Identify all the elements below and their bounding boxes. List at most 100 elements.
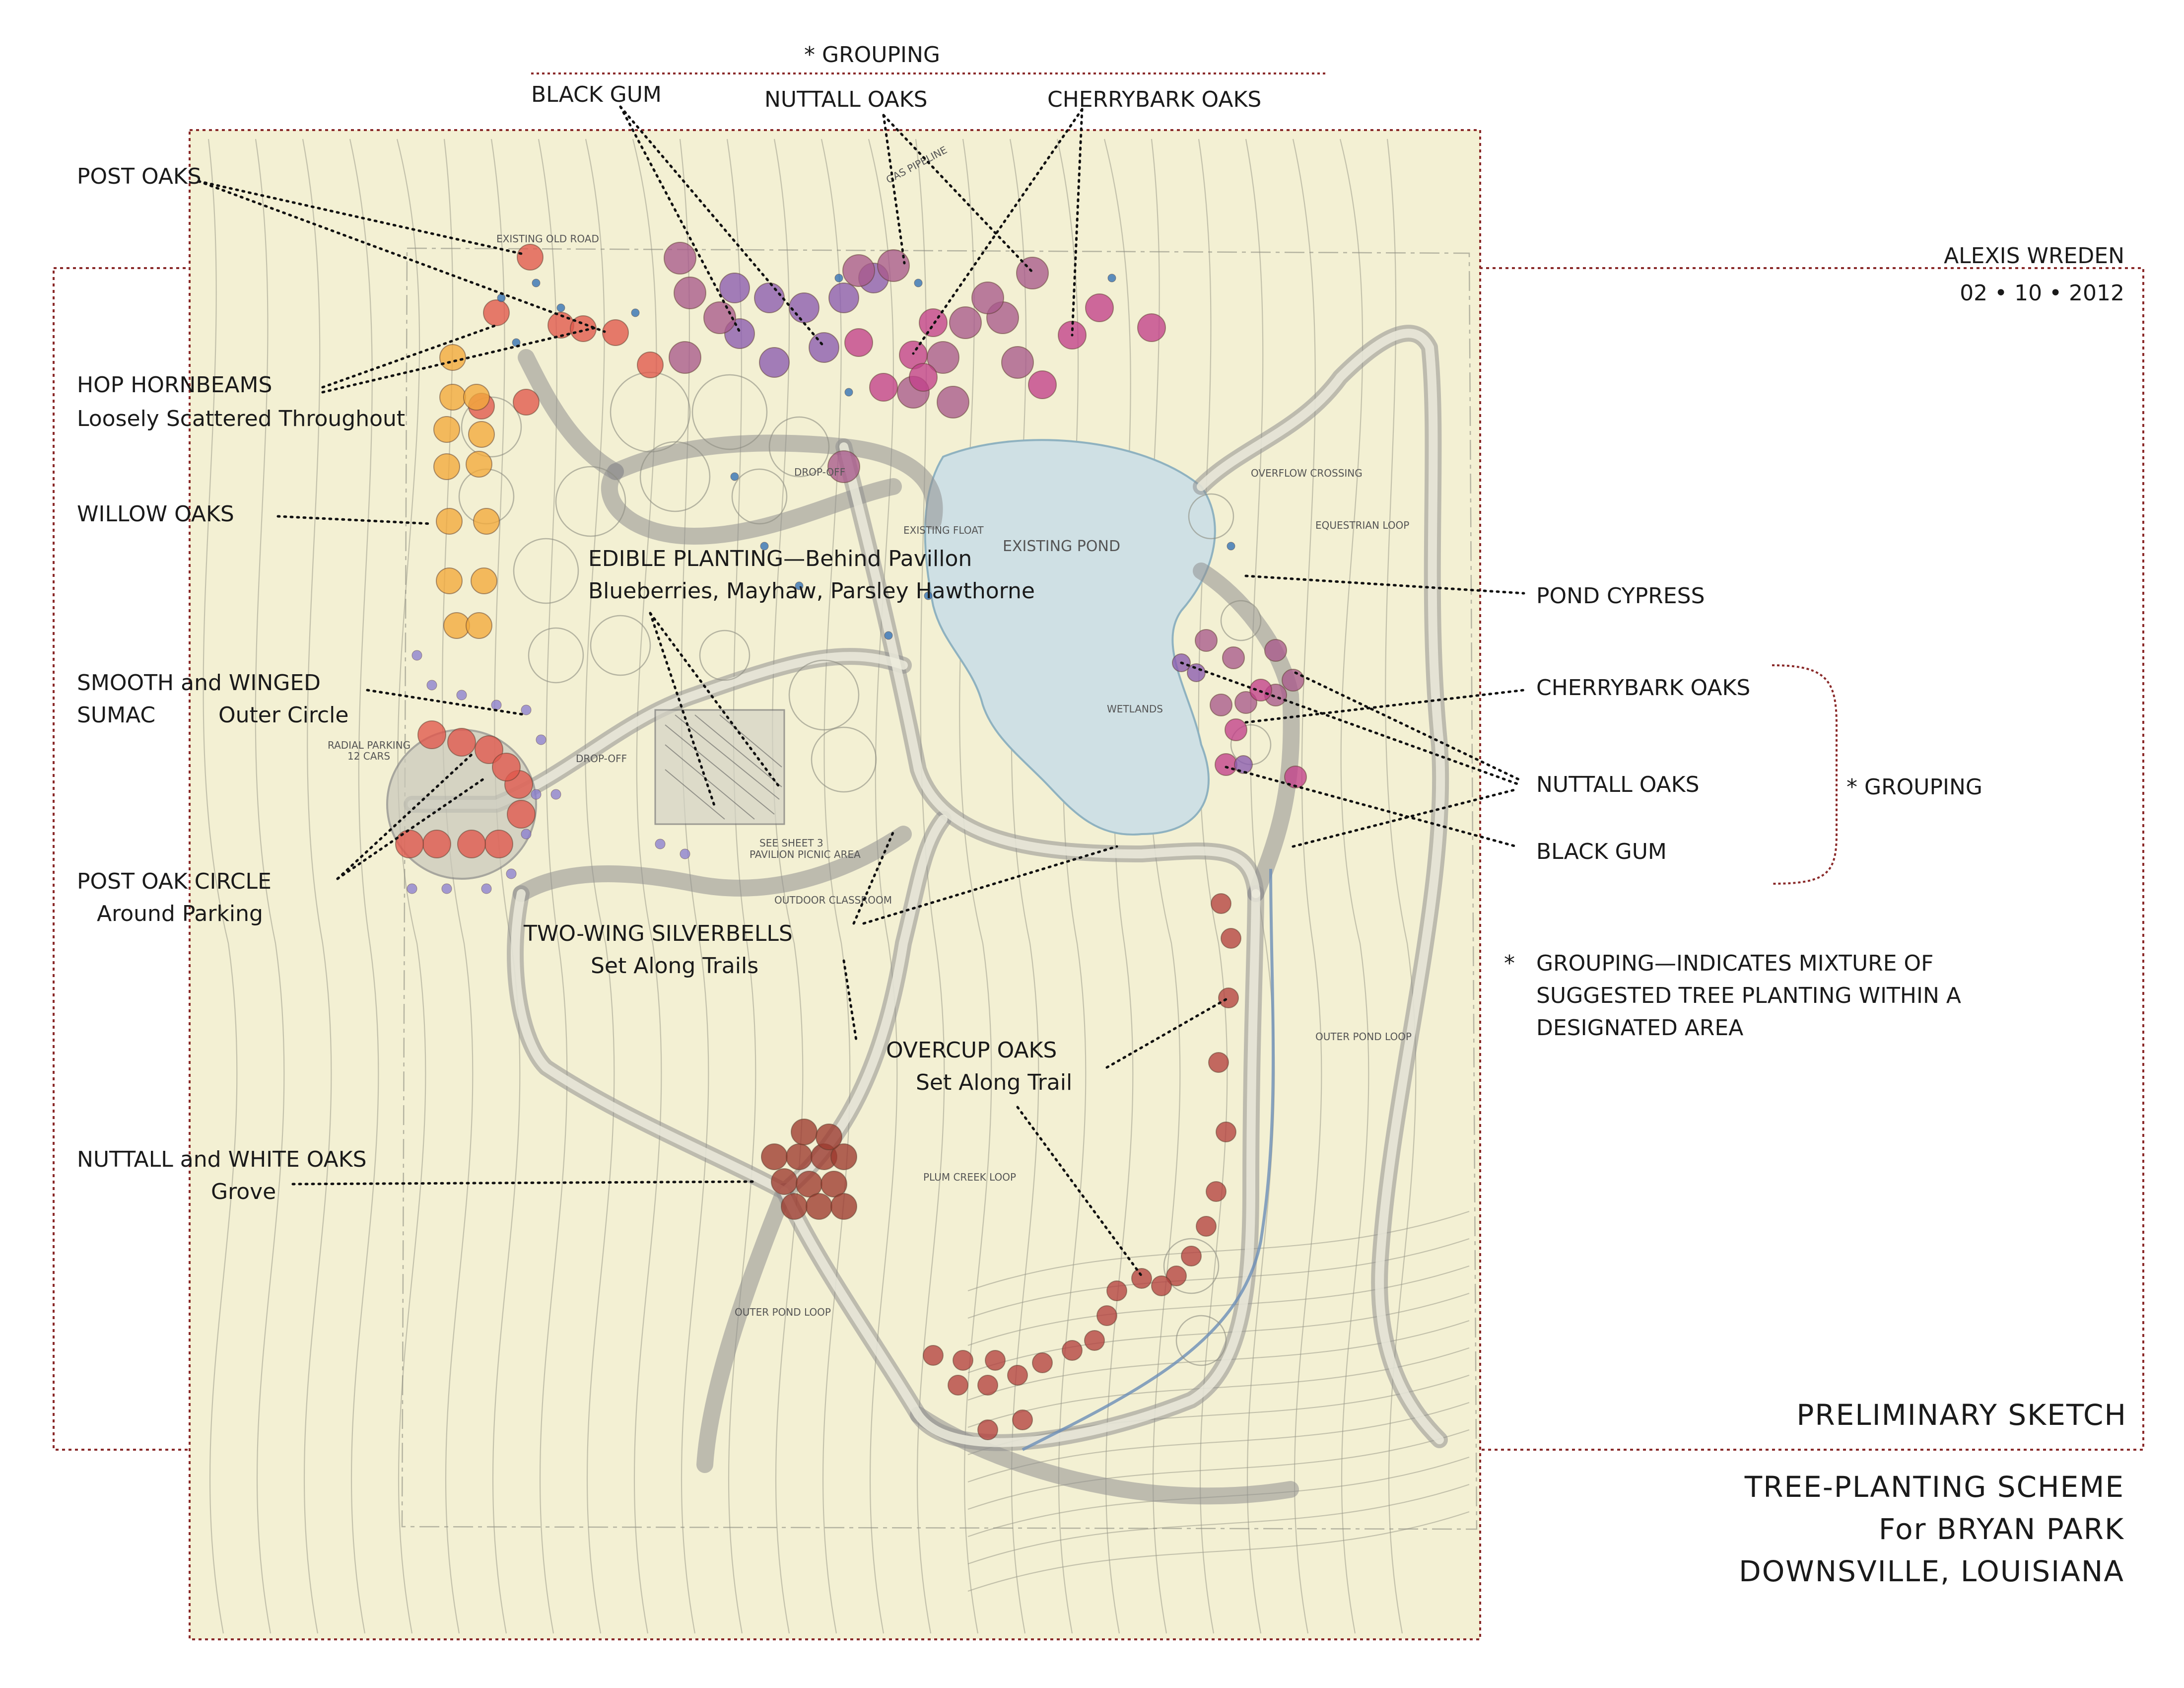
tree-nuttall-oak [1210,694,1232,716]
pavilion-hatching [665,714,782,820]
tree-post-oak [484,830,513,858]
contour-line [1103,139,1134,1634]
tree-sumac [491,700,502,710]
label-hop-hornbeams-note: Loosely Scattered Throughout [77,406,405,431]
label-black-gum-right: BLACK GUM [1536,839,1667,864]
grouping-header: * GROUPING [804,42,940,68]
plan-text-wetlands: WETLANDS [1107,703,1163,715]
label-nuttall-oaks-top: NUTTALL OAKS [764,87,928,112]
label-willow-oaks: WILLOW OAKS [77,501,234,527]
title-line1: TREE-PLANTING SCHEME [1744,1470,2124,1504]
tree-cherrybark-oak [844,328,873,357]
title-line3: DOWNSVILLE, LOUISIANA [1739,1554,2124,1588]
contour-line [820,139,851,1634]
tree-post-oak [637,352,664,378]
label-grouping-right: * GROUPING [1846,774,1982,800]
label-post-oak-circle-note: Around Parking [97,901,263,926]
tree-nuttall-oak [703,301,736,334]
property-boundary [401,247,1478,1530]
tree-grove-oak [816,1124,842,1150]
contour-line [967,1210,1470,1292]
legend-star: * [1504,951,1515,976]
tree-grove-oak [791,1119,818,1145]
tree-post-oak [395,830,424,858]
tree-cherrybark-oak [869,373,898,402]
contour-line [302,139,332,1634]
tree-willow-oak [466,451,492,478]
label-hop-hornbeams: HOP HORNBEAMS [77,372,272,398]
tree-nuttall-oak [1234,691,1257,714]
tree-hop-hornbeam [834,274,843,282]
existing-tree-canopy [731,468,788,525]
tree-sumac [456,690,467,701]
tree-willow-oak [436,508,463,535]
label-nuttall-oaks-right: NUTTALL OAKS [1536,772,1700,797]
contour-line [1245,139,1275,1634]
tree-sumac [531,789,542,800]
label-overcup-oaks: OVERCUP OAKS [886,1038,1057,1063]
contour-line [1385,139,1417,1634]
tree-overcup-oak [953,1350,973,1371]
title-status: PRELIMINARY SKETCH [1796,1398,2127,1432]
contour-line [585,139,615,1634]
label-sumac-line1: SMOOTH and WINGED [77,670,321,696]
tree-overcup-oak [1196,1216,1217,1237]
existing-tree-canopy [788,659,860,731]
tree-post-oak [457,830,486,858]
tree-post-oak [602,319,629,346]
tree-post-oak [513,389,540,416]
existing-tree-canopy [555,466,626,537]
tree-hop-hornbeam [844,388,853,397]
tree-overcup-oak [1062,1340,1083,1361]
tree-black-gum [1187,663,1206,682]
plum-creek [1022,868,1275,1451]
tree-hop-hornbeam [1107,274,1116,282]
tree-grove-oak [820,1171,847,1197]
plan-text-equestrian-loop: EQUESTRIAN LOOP [1315,519,1409,531]
contour-line [959,139,992,1634]
tree-willow-oak [439,344,466,371]
tree-post-oak [422,830,451,858]
legend-line2: SUGGESTED TREE PLANTING WITHIN A [1536,983,1961,1008]
existing-tree-canopy [811,726,877,793]
tree-hop-hornbeam [760,542,769,551]
existing-tree-canopy [691,374,768,450]
tree-hop-hornbeam [497,293,506,302]
tree-hop-hornbeam [730,472,739,481]
plan-text-old-road: EXISTING OLD ROAD [496,233,599,245]
tree-sumac [411,650,422,661]
tree-overcup-oak [1151,1275,1172,1296]
plan-text-overflow-crossing: OVERFLOW CROSSING [1251,467,1363,479]
tree-nuttall-oak [669,341,701,374]
tree-sumac [521,704,532,715]
tree-nuttall-oak [1282,669,1304,692]
tree-willow-oak [471,567,497,594]
tree-hop-hornbeam [631,308,640,317]
label-nuttall-white-oaks-note: Grove [211,1179,276,1204]
tree-overcup-oak [1208,1052,1229,1073]
contour-line [255,139,285,1634]
tree-post-oak [492,753,521,781]
tree-cherrybark-oak [919,308,948,337]
label-pond-cypress: POND CYPRESS [1536,583,1705,609]
author-name: ALEXIS WREDEN [1944,243,2124,269]
tree-overcup-oak [923,1345,944,1366]
tree-grove-oak [761,1143,788,1170]
tree-willow-oak [436,567,463,594]
leader-lines [197,105,1525,1277]
tree-cherrybark-oak [1085,293,1114,322]
tree-overcup-oak [1012,1409,1033,1430]
contour-line [1146,139,1181,1634]
tree-cherrybark-oak [1225,718,1247,741]
tree-overcup-oak [1211,893,1231,914]
tree-sumac [536,734,546,745]
label-edible-planting-note: Blueberries, Mayhaw, Parsley Hawthorne [588,578,1035,604]
tree-overcup-oak [977,1419,998,1440]
tree-sumac [426,680,437,691]
tree-nuttall-oak [1195,629,1218,652]
tree-nuttall-oak [937,386,969,419]
plan-text-pavilion-picnic: PAVILION PICNIC AREA [750,848,861,860]
tree-nuttall-oak [971,281,1004,314]
tree-hop-hornbeam [914,279,923,287]
contour-line [538,139,568,1634]
